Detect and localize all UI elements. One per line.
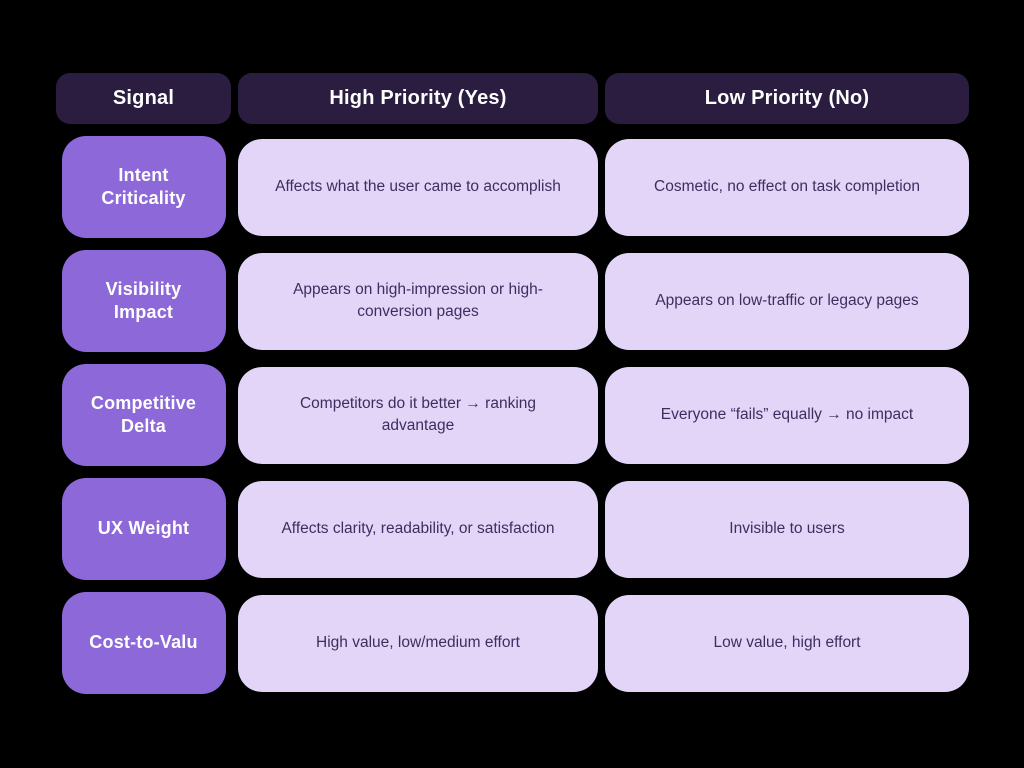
priority-table: Signal High Priority (Yes) Low Priority … <box>56 73 970 694</box>
low-priority-cell: Everyone “fails” equally → no impact <box>605 366 969 464</box>
signal-cell-visibility-impact: Visibility Impact <box>61 250 226 352</box>
table-row-4-signal-wrap: UX Weight <box>56 478 231 580</box>
table-row-3-signal-wrap: Competitive Delta <box>56 364 231 466</box>
signal-cell-intent-criticality: Intent Criticality <box>61 136 226 238</box>
table-row-4-high-wrap: Affects clarity, readability, or satisfa… <box>238 478 598 580</box>
column-header-low-priority: Low Priority (No) <box>605 73 969 124</box>
high-priority-cell: Affects what the user came to accomplish <box>238 138 598 236</box>
high-priority-cell: Affects clarity, readability, or satisfa… <box>238 480 598 578</box>
low-priority-cell: Low value, high effort <box>605 594 969 692</box>
table-row-3-high-wrap: Competitors do it better → ranking advan… <box>238 364 598 466</box>
table-row-1-low-wrap: Cosmetic, no effect on task completion <box>605 136 969 238</box>
table-row-2-high-wrap: Appears on high-impression or high-conve… <box>238 250 598 352</box>
signal-cell-competitive-delta: Competitive Delta <box>61 364 226 466</box>
table-row-1-high-wrap: Affects what the user came to accomplish <box>238 136 598 238</box>
high-priority-cell: Competitors do it better → ranking advan… <box>238 366 598 464</box>
low-priority-cell: Cosmetic, no effect on task completion <box>605 138 969 236</box>
high-priority-cell: Appears on high-impression or high-conve… <box>238 252 598 350</box>
column-header-signal: Signal <box>56 73 231 124</box>
low-priority-cell: Appears on low-traffic or legacy pages <box>605 252 969 350</box>
signal-cell-cost-to-value: Cost-to-Valu <box>61 592 226 694</box>
low-priority-cell: Invisible to users <box>605 480 969 578</box>
table-row-4-low-wrap: Invisible to users <box>605 478 969 580</box>
table-row-2-low-wrap: Appears on low-traffic or legacy pages <box>605 250 969 352</box>
table-row-2-signal-wrap: Visibility Impact <box>56 250 231 352</box>
signal-cell-ux-weight: UX Weight <box>61 478 226 580</box>
table-row-1-signal-wrap: Intent Criticality <box>56 136 231 238</box>
table-row-3-low-wrap: Everyone “fails” equally → no impact <box>605 364 969 466</box>
column-header-high-priority: High Priority (Yes) <box>238 73 598 124</box>
table-row-5-signal-wrap: Cost-to-Valu <box>56 592 231 694</box>
table-row-5-high-wrap: High value, low/medium effort <box>238 592 598 694</box>
high-priority-cell: High value, low/medium effort <box>238 594 598 692</box>
table-row-5-low-wrap: Low value, high effort <box>605 592 969 694</box>
